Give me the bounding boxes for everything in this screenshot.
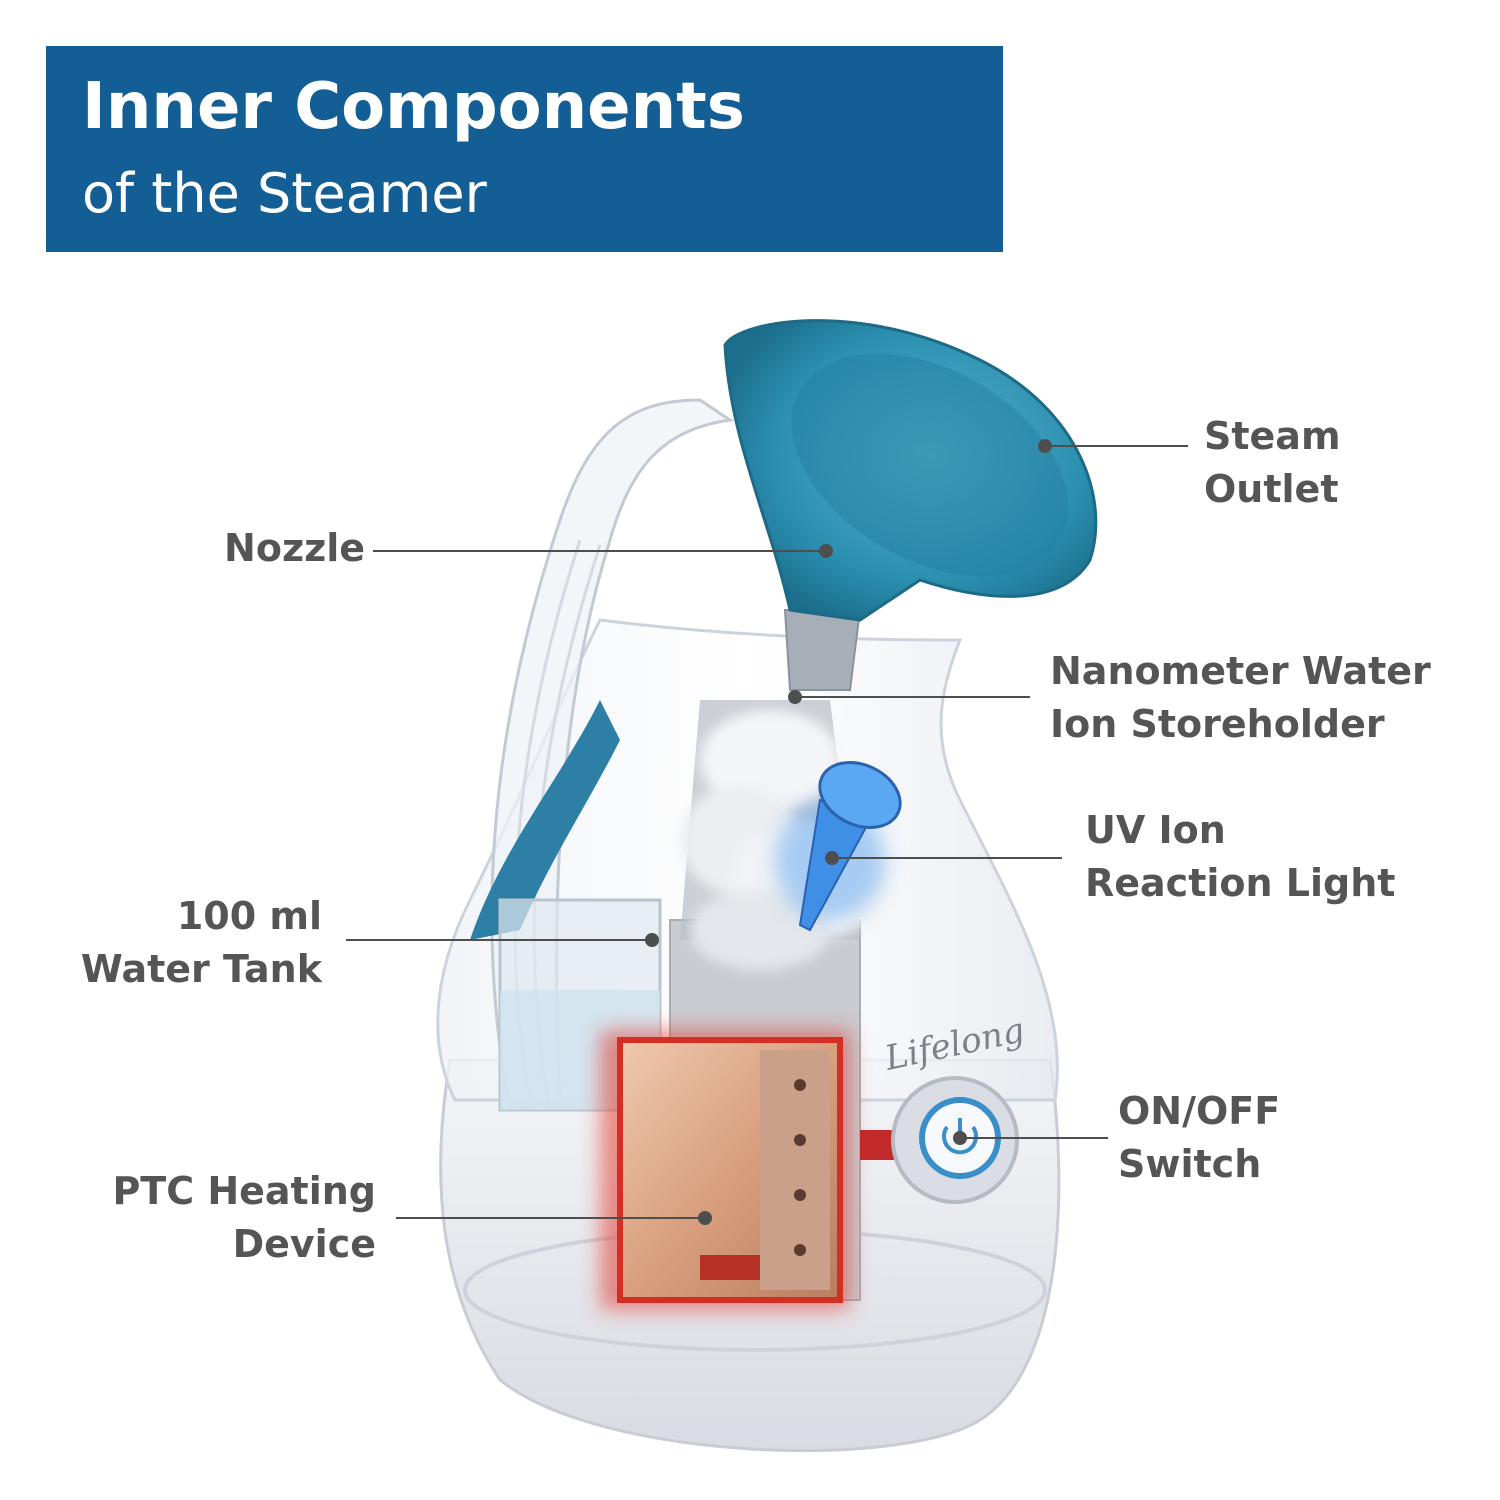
blue-side-panel: [470, 700, 620, 940]
page-title: Inner Components: [82, 70, 745, 144]
uv-ion-light: [775, 761, 902, 932]
label-water-tank: 100 ml Water Tank: [80, 894, 322, 991]
ptc-heater: [600, 1030, 850, 1310]
label-on-off-switch: ON/OFF Switch: [1118, 1089, 1281, 1186]
page-subtitle: of the Steamer: [82, 162, 487, 225]
nozzle-neck: [783, 609, 862, 691]
label-ptc-heating-device: PTC Heating Device: [112, 1169, 376, 1266]
label-steam-outlet: Steam Outlet: [1204, 414, 1341, 511]
label-nozzle: Nozzle: [224, 526, 365, 570]
label-uv-ion-reaction-light: UV Ion Reaction Light: [1085, 808, 1396, 905]
label-nanometer-water-ion-storeholder: Nanometer Water Ion Storeholder: [1050, 649, 1431, 746]
title-banner: Inner Components of the Steamer: [46, 46, 1003, 252]
